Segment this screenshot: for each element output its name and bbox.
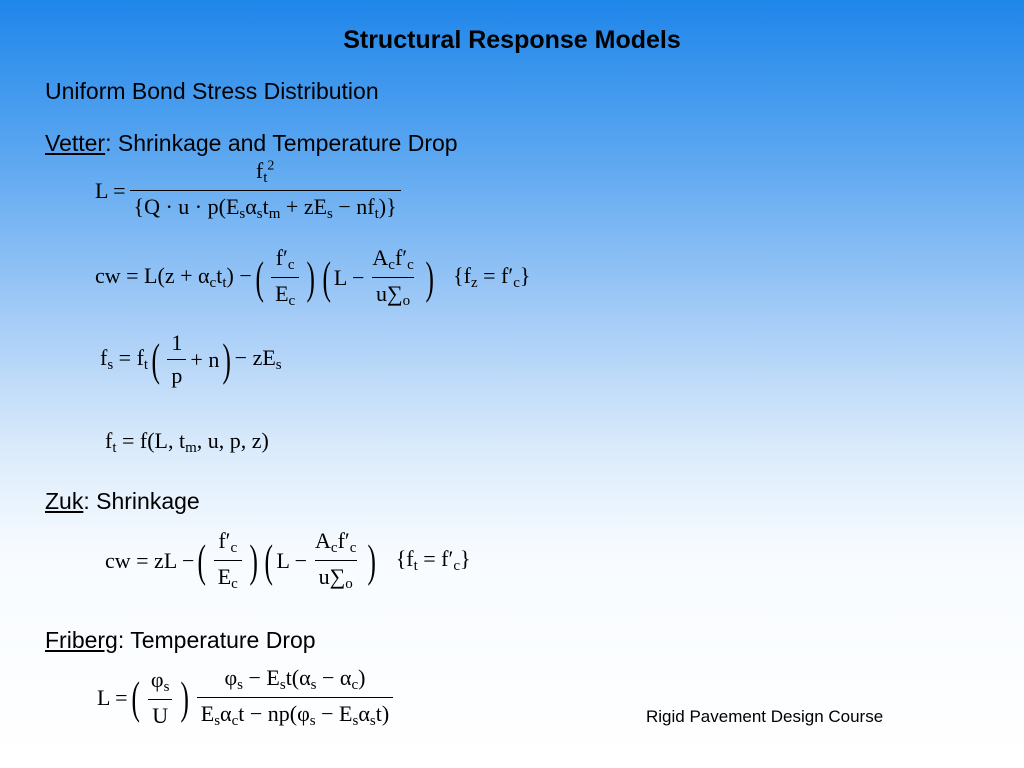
footer-course-name: Rigid Pavement Design Course (646, 707, 884, 726)
vetter-name: Vetter (45, 130, 106, 156)
vetter-desc: : Shrinkage and Temperature Drop (105, 130, 458, 156)
zuk-name: Zuk (45, 488, 84, 514)
friberg-desc: : Temperature Drop (117, 627, 316, 653)
vetter-equation-function: ft = f(L, tm, u, p, z) (105, 428, 269, 456)
zuk-heading: Zuk: Shrinkage (45, 488, 200, 515)
friberg-heading: Friberg: Temperature Drop (45, 627, 316, 654)
vetter-equation-length: L = ft2 {Q · u · p(Esαstm + zEs − nft)} (95, 158, 405, 223)
zuk-desc: : Shrinkage (83, 488, 200, 514)
vetter-heading: Vetter: Shrinkage and Temperature Drop (45, 130, 458, 157)
section-heading-uniform: Uniform Bond Stress Distribution (45, 78, 379, 104)
slide-title: Structural Response Models (343, 26, 681, 54)
friberg-name: Friberg (45, 627, 118, 653)
